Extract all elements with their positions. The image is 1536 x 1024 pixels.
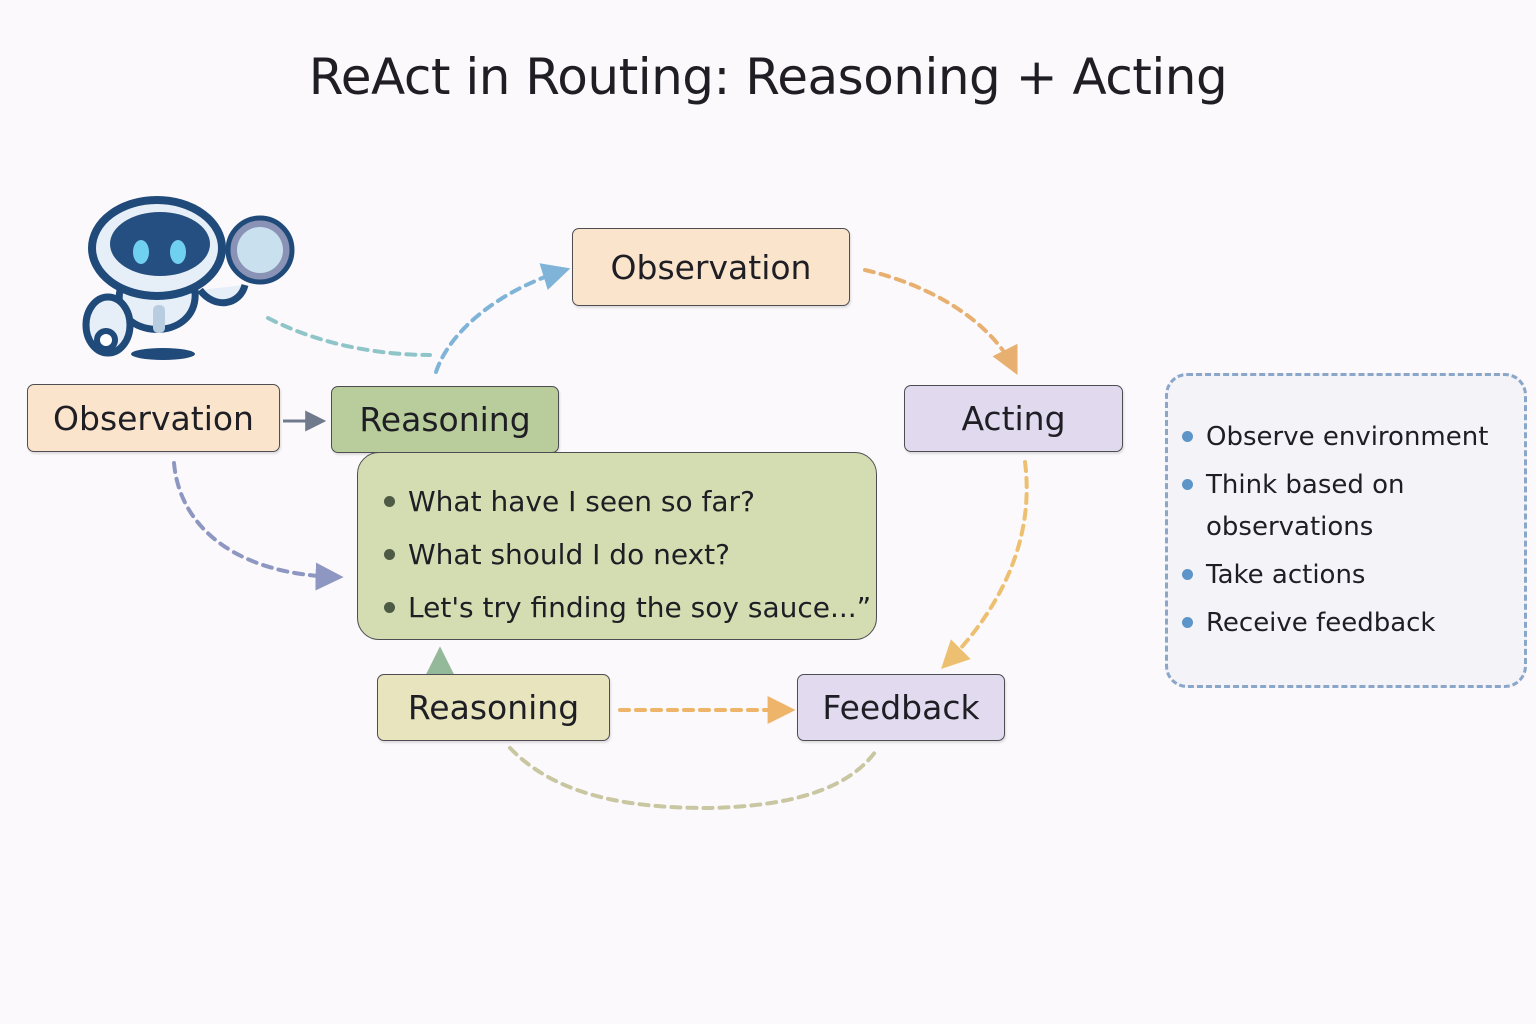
bullet-icon <box>384 549 395 560</box>
observation-node-top: Observation <box>572 228 850 306</box>
node-label: Reasoning <box>407 688 580 727</box>
summary-text: Observe environment <box>1206 422 1489 452</box>
arrow-observation-to-bubble <box>172 461 344 591</box>
thought-bubble: What have I seen so far? What should I d… <box>357 452 877 640</box>
summary-item: Observe environment <box>1182 416 1524 458</box>
summary-text: Think based on observations <box>1206 470 1405 542</box>
diagram-title: ReAct in Routing: Reasoning + Acting <box>308 48 1228 106</box>
node-label: Reasoning <box>359 400 531 439</box>
bullet-icon <box>1182 617 1193 628</box>
arrow-robot-to-reasoning <box>266 316 432 357</box>
bullet-icon <box>1182 431 1193 442</box>
summary-text: Receive feedback <box>1206 608 1436 638</box>
acting-node: Acting <box>904 385 1123 452</box>
thought-text: What should I do next? <box>408 538 730 571</box>
summary-box: Observe environment Think based on obser… <box>1165 373 1527 688</box>
node-label: Acting <box>961 399 1066 438</box>
thought-text: Let's try finding the soy sauce...” <box>408 591 872 624</box>
node-label: Observation <box>610 247 812 287</box>
thought-item: Let's try finding the soy sauce...” <box>384 581 876 634</box>
thought-text: What have I seen so far? <box>408 485 755 518</box>
node-label: Feedback <box>822 688 980 727</box>
summary-text: Take actions <box>1206 560 1366 590</box>
thought-item: What should I do next? <box>384 528 876 581</box>
arrow-reasoning-to-observation <box>434 263 571 374</box>
bullet-icon <box>1182 569 1193 580</box>
robot-icon <box>82 196 295 360</box>
summary-item: Receive feedback <box>1182 602 1524 644</box>
reasoning-node-bottom: Reasoning <box>377 674 610 741</box>
node-label: Observation <box>53 398 254 438</box>
thought-item: What have I seen so far? <box>384 475 876 528</box>
feedback-node: Feedback <box>797 674 1005 741</box>
bullet-icon <box>384 602 395 613</box>
arrow-loop-bottom <box>508 746 880 811</box>
observation-node-left: Observation <box>27 384 280 452</box>
arrow-acting-to-feedback <box>941 460 1029 669</box>
arrow-observation-to-acting <box>863 268 1018 376</box>
bullet-icon <box>1182 479 1193 490</box>
reasoning-node-top: Reasoning <box>331 386 559 453</box>
bullet-icon <box>384 496 395 507</box>
summary-item: Think based on observations <box>1182 464 1524 548</box>
summary-item: Take actions <box>1182 554 1524 596</box>
